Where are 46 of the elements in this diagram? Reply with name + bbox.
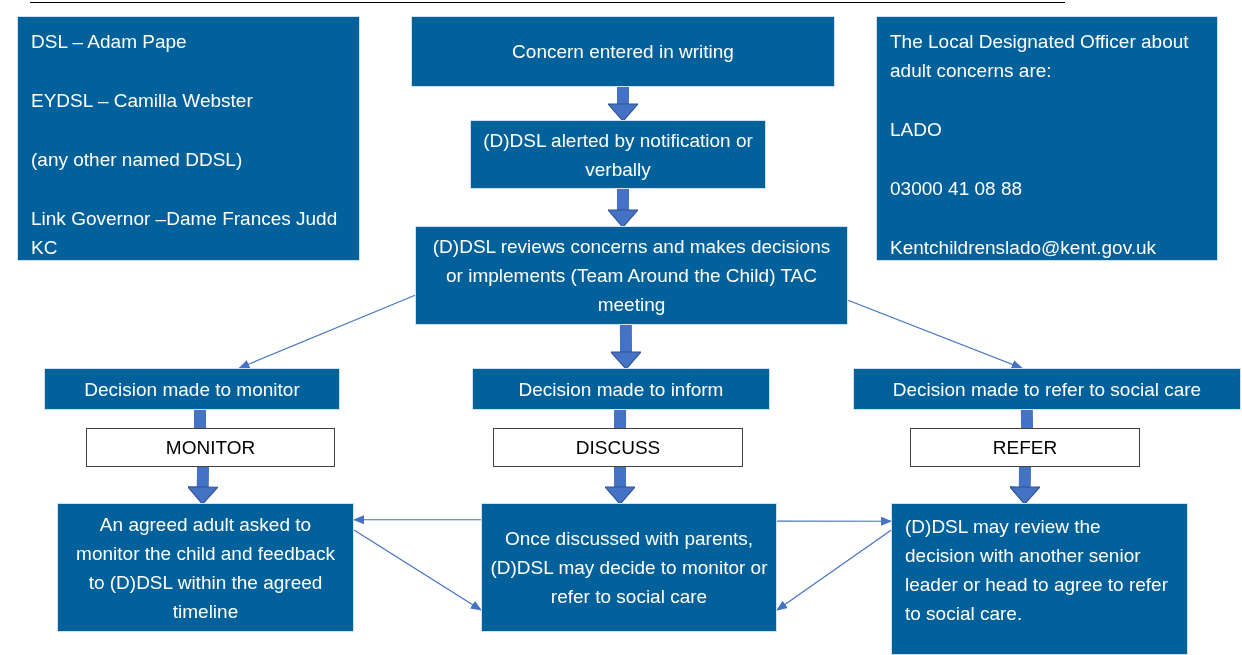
box-text: (any other named DDSL) [31,148,244,172]
box-text: (D)DSL reviews concerns and makes decisions or implements (Team Around the Child) TAC meeting [431,235,832,317]
option-box [493,428,743,467]
block-arrow [604,466,636,505]
box-text: The Local Designated Officer about adult concerns are: [890,30,1190,83]
box-text: Decision made to inform [517,377,725,402]
block-arrow [610,324,642,370]
box-text: MONITOR [164,436,257,460]
box-text: REFER [991,436,1059,460]
block-arrow [607,188,639,228]
process-box [472,368,770,410]
box-text: EYDSL – Camilla Webster [31,89,254,113]
box-text: LADO [890,118,943,142]
arrow [847,299,1023,369]
box-text: Link Governor –Dame Frances Judd KC [31,207,339,260]
process-box [411,16,835,87]
block-arrow [187,466,219,505]
block-arrow [607,87,639,122]
arrow [776,516,892,526]
process-box [57,503,354,632]
box-text: Once discussed with parents, (D)DSL may decide to monitor or refer to social care [490,527,768,609]
box-text: DISCUSS [574,436,662,460]
process-box [891,503,1188,655]
box-text: 03000 41 08 88 [890,177,1024,201]
info-box [17,16,360,261]
box-text: (D)DSL alerted by notification or verbally [482,128,754,182]
process-box [470,120,766,189]
info-box [876,16,1218,261]
box-text: Concern entered in writing [511,40,735,64]
box-text: Decision made to refer to social care [891,377,1203,402]
box-text: Decision made to monitor [83,377,301,402]
process-box [481,503,777,632]
process-box [44,368,340,410]
box-text: DSL – Adam Pape [31,30,188,54]
process-box [415,226,848,325]
option-box [910,428,1140,467]
block-arrow [1009,466,1041,505]
arrow [238,294,416,369]
arrow [776,529,892,611]
option-box [86,428,335,467]
box-text: Kentchildrenslado@kent.gov.uk [890,236,1158,260]
box-text: An agreed adult asked to monitor the child and feedback to (D)DSL within the agreed timeline [75,512,336,624]
box-text: (D)DSL may review the decision with another senior leader or head to agree to refer to social care. [905,515,1169,626]
arrow [353,515,482,525]
arrow [353,529,482,611]
process-box [853,368,1241,410]
